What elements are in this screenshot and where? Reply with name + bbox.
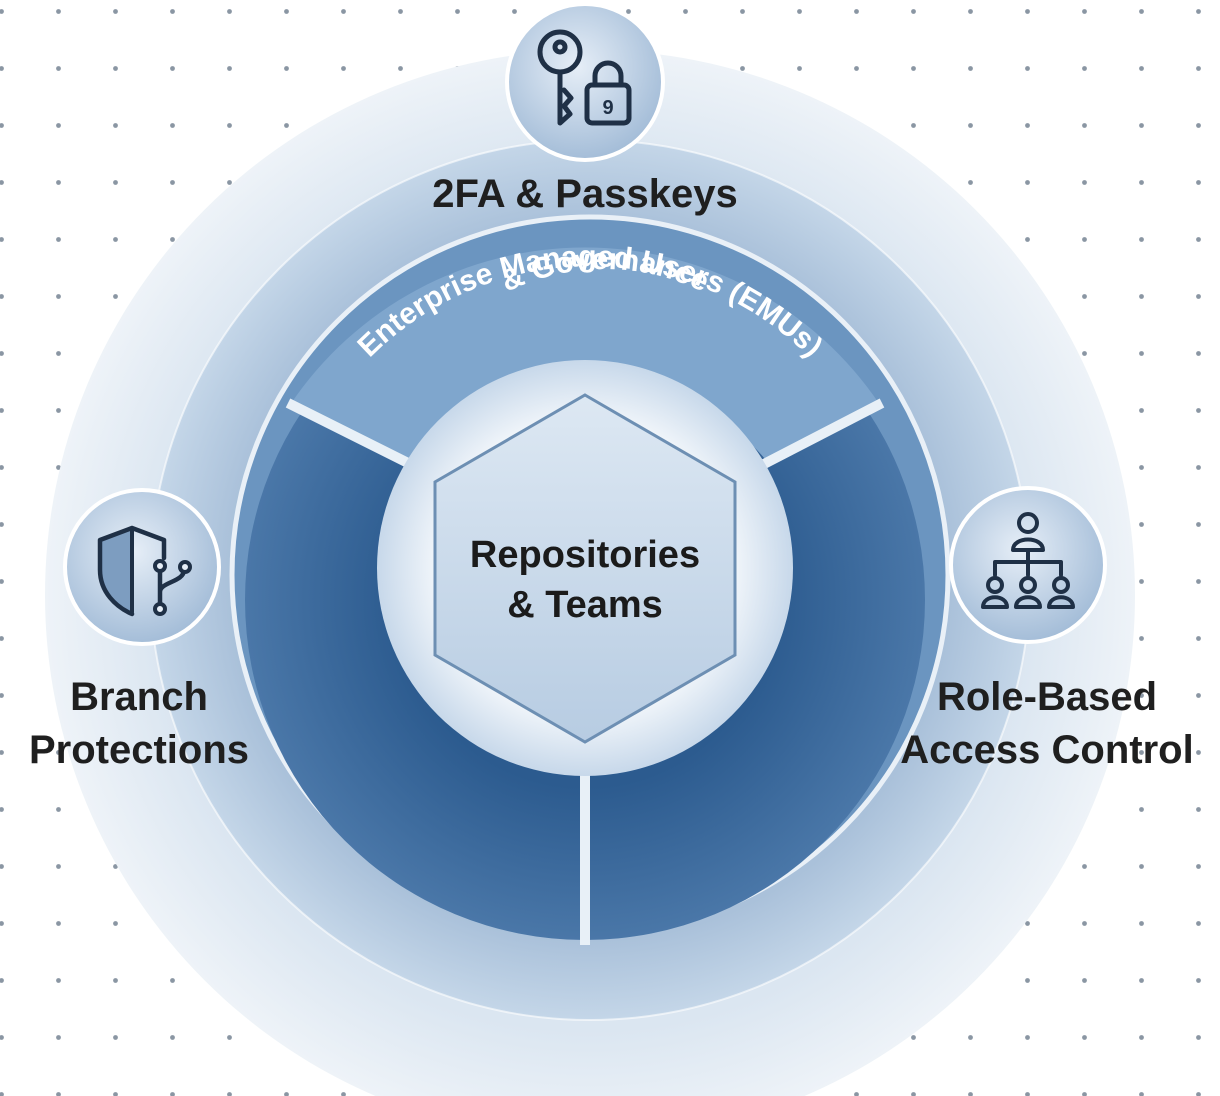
node-rbac: Role-Based Access Control	[900, 486, 1194, 772]
node-2fa-circle	[505, 2, 665, 162]
node-2fa-label: 2FA & Passkeys	[432, 172, 737, 216]
emu-label-band	[290, 247, 880, 465]
shield-branch-icon	[97, 525, 192, 617]
segment-divider-right	[759, 398, 885, 470]
node-rbac-label-line2: Access Control	[900, 728, 1193, 772]
node-2fa-passkeys: 9 2FA & Passkeys	[432, 2, 738, 216]
core-label-line2: & Teams	[507, 584, 663, 626]
node-branch-label-line2: Protections	[29, 728, 249, 772]
node-branch-protections: Branch Protections	[29, 488, 249, 772]
key-lock-icon	[537, 29, 632, 126]
node-rbac-label-line1: Role-Based	[937, 675, 1157, 719]
core-label-line1: Repositories	[470, 534, 700, 576]
core-hexagon	[433, 393, 737, 744]
node-branch-label-line1: Branch	[70, 675, 208, 719]
node-branch-circle	[63, 488, 221, 646]
segment-divider-left	[285, 398, 415, 470]
org-hierarchy-icon	[981, 512, 1075, 609]
lock-digit: 9	[602, 97, 613, 119]
